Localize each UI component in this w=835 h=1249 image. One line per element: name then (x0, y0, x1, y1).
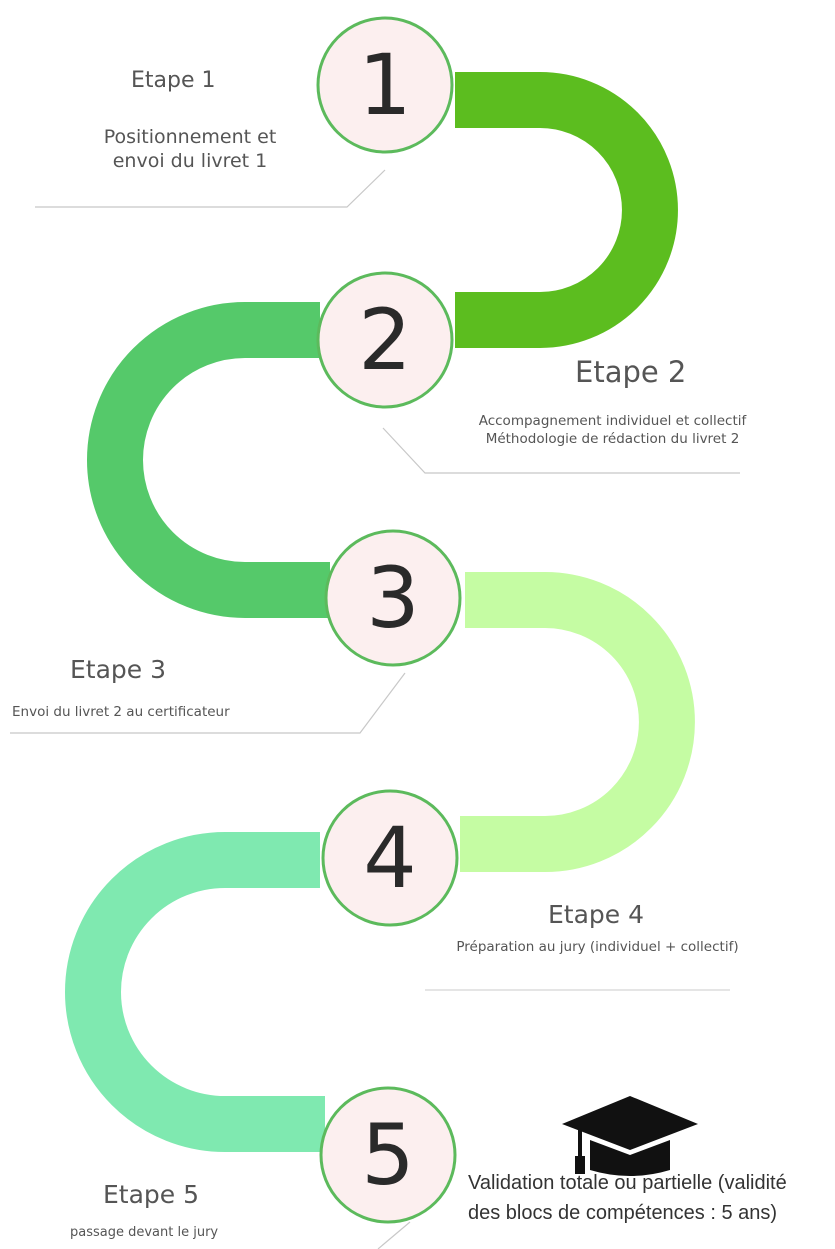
road-segment-1-2 (455, 72, 678, 348)
final-validation-text: Validation totale ou partielle (validité… (468, 1168, 787, 1228)
graduation-cap-icon (560, 1090, 700, 1184)
step-1-description-line-2: envoi du livret 1 (112, 150, 268, 172)
step-number-5: 5 (361, 1106, 415, 1204)
leader-line-step-2 (382, 427, 740, 474)
step-5-title: Etape 5 (103, 1180, 200, 1209)
step-circle-2 (316, 271, 454, 409)
final-validation-line-1: Validation totale ou partielle (validité (468, 1172, 787, 1194)
step-3-title: Etape 3 (70, 655, 167, 684)
step-number-2: 2 (358, 291, 412, 389)
step-2-description: Accompagnement individuel et collectif M… (420, 412, 805, 448)
step-3-description-line-1: Envoi du livret 2 au certificateur (12, 704, 230, 720)
step-2-title: Etape 2 (575, 355, 687, 389)
final-validation-line-2: des blocs de compétences : 5 ans) (468, 1202, 778, 1224)
leader-line-step-3 (10, 672, 406, 734)
step-5-description-line-1: passage devant le jury (70, 1225, 219, 1240)
step-2-description-line-2: Méthodologie de rédaction du livret 2 (485, 431, 740, 447)
road-segment-3-4 (460, 572, 695, 872)
step-4-description: Préparation au jury (individuel + collec… (405, 938, 790, 956)
step-5-description: passage devant le jury (70, 1224, 270, 1242)
leader-line-step-5 (377, 1221, 411, 1249)
leader-line-step-1 (35, 169, 386, 208)
step-number-4: 4 (363, 809, 417, 907)
step-circle-5 (319, 1086, 457, 1224)
step-1-description: Positionnement et envoi du livret 1 (60, 125, 320, 173)
step-circle-1 (316, 16, 454, 154)
step-4-title: Etape 4 (548, 900, 645, 929)
step-number-1: 1 (358, 36, 412, 134)
step-1-title: Etape 1 (131, 68, 216, 93)
road-segment-2-3 (87, 302, 330, 618)
step-circle-3 (324, 529, 462, 667)
step-1-description-line-1: Positionnement et (103, 126, 277, 148)
road-segment-4-5 (65, 832, 325, 1152)
step-2-description-line-1: Accompagnement individuel et collectif (478, 413, 747, 429)
step-number-3: 3 (366, 549, 420, 647)
step-3-description: Envoi du livret 2 au certificateur (12, 703, 342, 721)
step-circle-4 (321, 789, 459, 927)
step-4-description-line-1: Préparation au jury (individuel + collec… (456, 939, 739, 955)
